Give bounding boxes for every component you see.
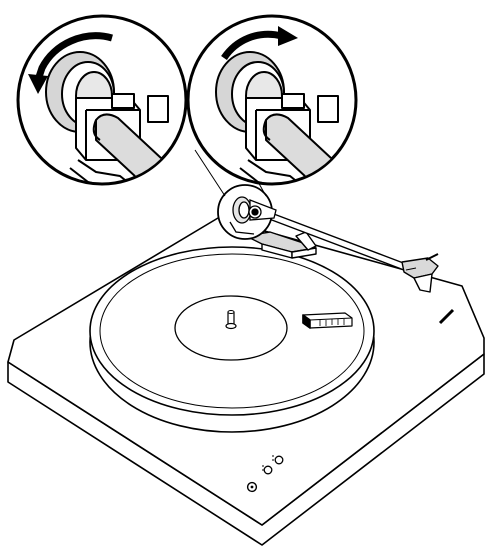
clockwise-arrow-icon	[221, 30, 283, 61]
cue-lever	[302, 312, 353, 329]
clockwise-arrow-head	[278, 26, 298, 46]
counterclockwise-arrow-head	[28, 74, 48, 94]
button-middle[interactable]	[263, 465, 273, 475]
counterweight-small	[229, 196, 277, 235]
button-top[interactable]	[274, 455, 284, 465]
counterclockwise-arrow-icon	[34, 32, 113, 82]
arm-rest	[295, 231, 317, 251]
brand-mark	[438, 308, 455, 325]
turntable	[7, 217, 485, 546]
detail-left	[16, 14, 188, 186]
spindle	[225, 310, 237, 330]
plinth-bevel	[7, 285, 485, 363]
detail-right	[186, 14, 358, 186]
control-buttons	[246, 455, 284, 493]
